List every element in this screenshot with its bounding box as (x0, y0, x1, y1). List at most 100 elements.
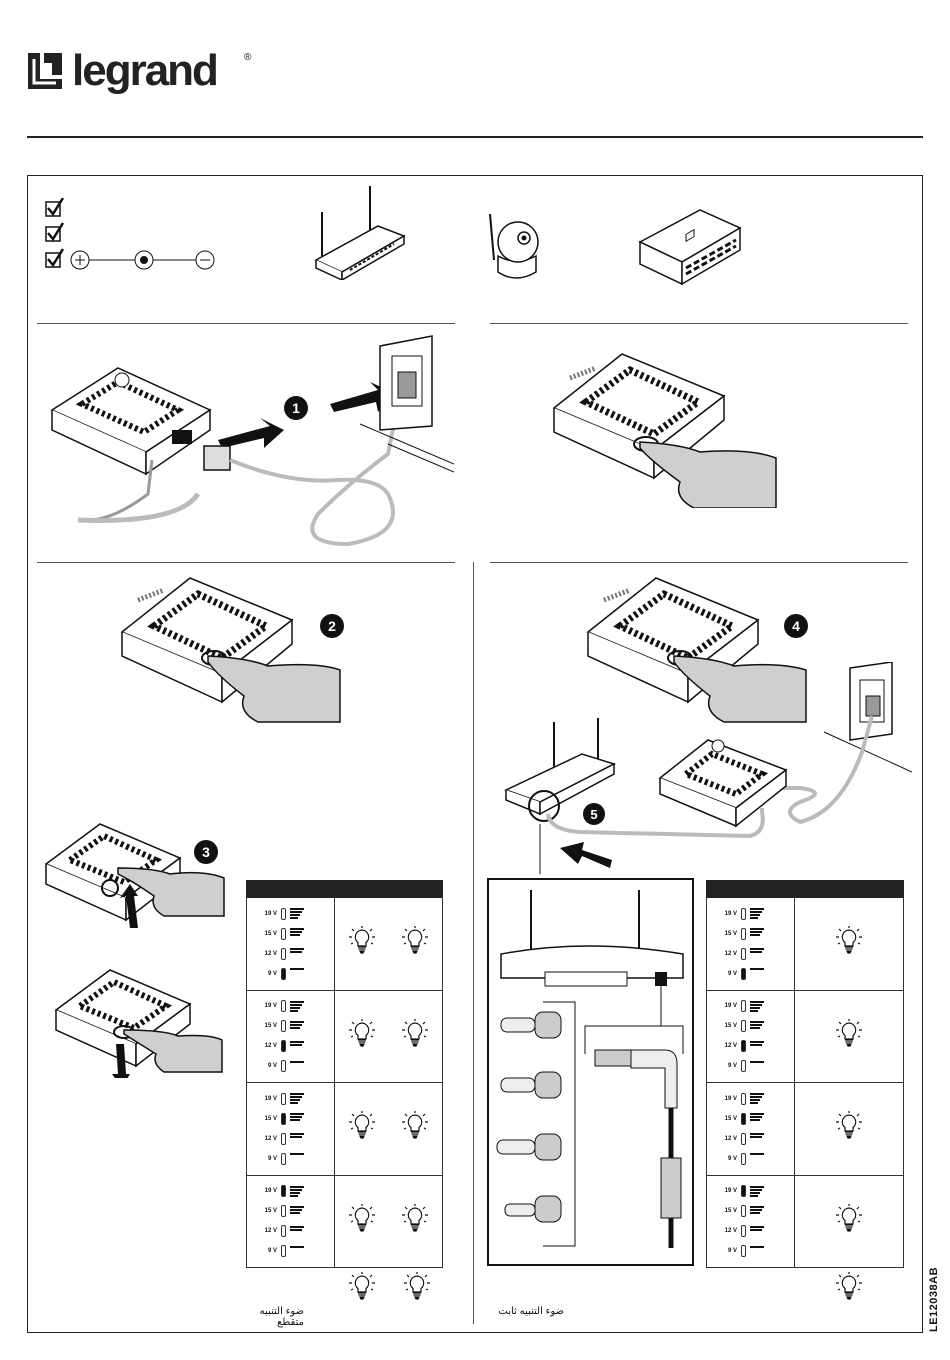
svg-text:3: 3 (202, 844, 210, 860)
voltage-level-bars (750, 1093, 764, 1104)
voltage-label: 12 V (721, 1136, 737, 1142)
brand-name: legrand (72, 46, 217, 96)
right-legend-bulbs (794, 1272, 904, 1307)
voltage-label: 15 V (261, 931, 277, 937)
bulb-flashing-icon (349, 1272, 375, 1307)
voltage-level-bars (290, 1206, 304, 1217)
led-on-icon (741, 1040, 746, 1052)
step-5-illustration: 5 (500, 662, 912, 874)
voltage-label: 15 V (261, 1208, 277, 1214)
bulb-steady-icon (836, 1111, 862, 1146)
led-off-icon (741, 948, 746, 960)
finger-icon (640, 442, 776, 508)
led-on-icon (741, 1185, 746, 1197)
led-off-icon (281, 908, 286, 920)
voltage-level-bars (750, 1061, 764, 1072)
voltage-level-bars (750, 1206, 764, 1217)
voltage-indicator-cell: 19 V15 V12 V9 V (707, 990, 795, 1082)
voltage-label: 9 V (261, 971, 277, 977)
voltage-level-bars (750, 1153, 764, 1164)
led-on-icon (281, 1185, 286, 1197)
voltage-indicator-cell: 19 V15 V12 V9 V (707, 1175, 795, 1267)
voltage-indicator-cell: 19 V 15 V 12 V 9 V (247, 1083, 335, 1175)
dc-polarity-icon (71, 251, 214, 269)
voltage-level-bars (290, 1246, 304, 1257)
warning-light-cell (795, 898, 904, 990)
svg-text:1: 1 (292, 400, 300, 416)
led-table-row: 19 V 15 V 12 V 9 V (707, 1083, 904, 1175)
voltage-level-bars (750, 1021, 764, 1032)
voltage-label: 15 V (261, 1116, 277, 1122)
voltage-level-bars (750, 1113, 764, 1124)
arrow-icon (560, 842, 612, 868)
voltage-level-bars (290, 1113, 304, 1124)
bulb-flashing-icon (349, 1204, 375, 1239)
voltage-level-bars (290, 948, 304, 959)
voltage-label: 19 V (261, 911, 277, 917)
wall-outlet-icon (380, 336, 432, 430)
voltage-label: 19 V (721, 911, 737, 917)
bulb-flashing-icon (402, 926, 428, 961)
legrand-mark-icon (26, 51, 64, 91)
led-on-icon (281, 968, 286, 980)
svg-text:5: 5 (590, 807, 597, 822)
network-switch-icon (638, 206, 742, 286)
voltage-label: 12 V (261, 1136, 277, 1142)
led-off-icon (281, 1153, 286, 1165)
led-off-icon (281, 1000, 286, 1012)
led-on-icon (741, 968, 746, 980)
voltage-level-bars (750, 908, 764, 919)
section-divider (490, 323, 908, 324)
svg-text:2: 2 (328, 618, 336, 634)
voltage-level-bars (750, 968, 764, 979)
voltage-label: 15 V (261, 1023, 277, 1029)
led-off-icon (741, 1153, 746, 1165)
led-off-icon (281, 1225, 286, 1237)
voltage-label: 9 V (721, 1156, 737, 1162)
voltage-label: 19 V (261, 1003, 277, 1009)
led-table-row: 19 V 15 V 12 V 9 V (247, 1083, 443, 1175)
bulb-flashing-icon (402, 1019, 428, 1054)
bulb-flashing-icon (402, 1204, 428, 1239)
voltage-label: 19 V (721, 1096, 737, 1102)
adapter-device (660, 740, 786, 826)
brand-logo: legrand (26, 46, 217, 96)
voltage-level-bars (290, 1186, 304, 1197)
step-badge: 1 (284, 396, 308, 420)
ip-camera-icon (484, 210, 548, 284)
voltage-label: 15 V (721, 931, 737, 937)
step-2-illustration: 2 (118, 570, 368, 730)
warning-light-cell (335, 1083, 443, 1175)
press-button-illustration (550, 348, 780, 508)
voltage-label: 12 V (261, 1043, 277, 1049)
router-icon (314, 184, 406, 280)
voltage-label: 19 V (261, 1096, 277, 1102)
warning-light-cell (795, 1083, 904, 1175)
step-badge: 2 (320, 614, 344, 638)
voltage-level-bars (290, 968, 304, 979)
led-on-icon (281, 1040, 286, 1052)
led-off-icon (741, 1093, 746, 1105)
voltage-level-bars (750, 1133, 764, 1144)
led-off-icon (741, 1060, 746, 1072)
voltage-level-bars (750, 928, 764, 939)
voltage-label: 15 V (721, 1116, 737, 1122)
warning-light-cell (795, 990, 904, 1082)
bulb-steady-icon (836, 1204, 862, 1239)
led-off-icon (281, 1060, 286, 1072)
header-rule (27, 136, 923, 138)
led-off-icon (281, 1133, 286, 1145)
voltage-label: 9 V (721, 971, 737, 977)
warning-light-cell (335, 1175, 443, 1267)
voltage-label: 9 V (261, 1156, 277, 1162)
voltage-label: 9 V (721, 1063, 737, 1069)
column-divider (473, 562, 474, 1324)
led-off-icon (281, 1245, 286, 1257)
plug-icon (204, 446, 230, 470)
voltage-level-bars (290, 1226, 304, 1237)
